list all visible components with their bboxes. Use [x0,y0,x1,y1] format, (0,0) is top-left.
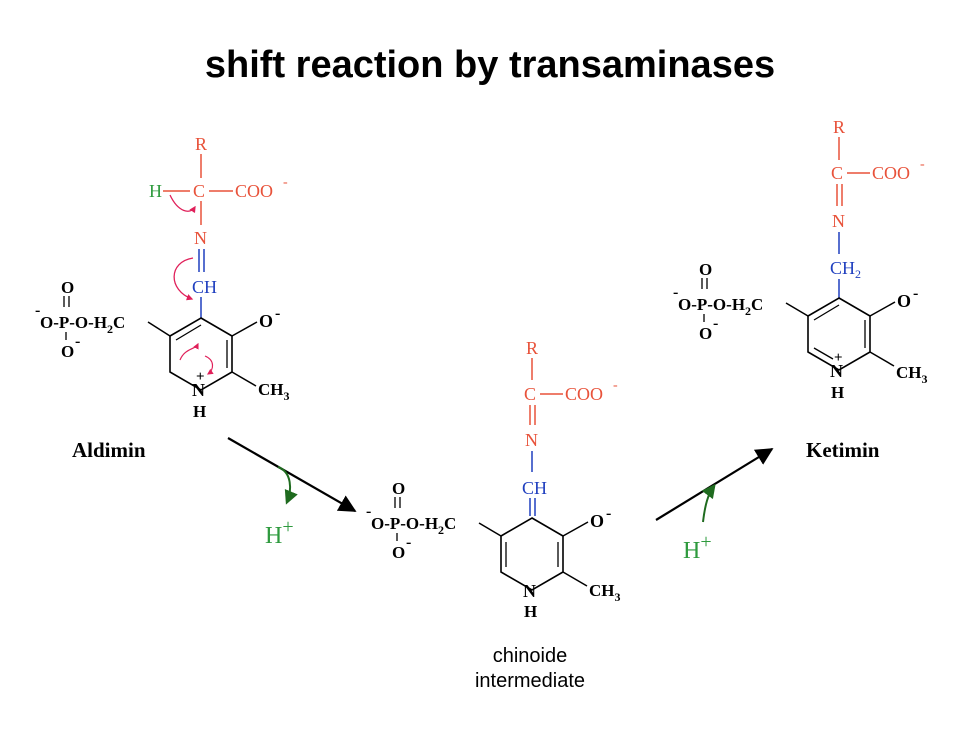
svg-text:CH3: CH3 [589,581,621,604]
aldimin-n: N [194,228,207,248]
svg-text:-: - [920,157,925,172]
aldimin-ring-n: N [192,380,205,400]
svg-text:-: - [275,305,280,322]
aldimin-ch3: CH3 [258,380,290,403]
svg-text:R: R [833,117,845,137]
svg-text:O-P-O-H2C: O-P-O-H2C [678,295,763,318]
svg-text:O: O [897,291,911,311]
svg-text:H: H [831,383,844,402]
aldimin-label: Aldimin [72,438,146,462]
aldimin-r: R [195,134,207,154]
svg-text:COO: COO [872,163,910,183]
svg-text:-: - [606,505,611,522]
svg-text:O: O [699,324,712,343]
svg-text:O-P-O-H2C: O-P-O-H2C [371,514,456,537]
svg-text:-: - [613,378,618,393]
svg-text:-: - [673,284,678,301]
svg-text:O: O [61,278,74,297]
aldimin-ch: CH [192,277,217,297]
reaction-arrow-1 [227,437,357,512]
svg-text:C: C [524,384,536,404]
ketimin-label: Ketimin [806,438,880,462]
svg-text:O: O [392,479,405,498]
svg-text:N: N [523,581,536,601]
svg-text:-: - [366,503,371,520]
svg-text:O: O [61,342,74,361]
svg-text:-: - [713,315,718,332]
svg-text:CH2: CH2 [830,258,861,281]
proton-release-arrow [277,466,298,505]
ketimin-structure: R C COO - N CH2 O - CH3 N + H O [673,117,928,462]
svg-text:O: O [590,511,604,531]
aldimin-phosphate: O-P-O-H2C [40,313,125,336]
svg-text:+: + [196,369,205,385]
proton-uptake-arrow [701,483,716,523]
svg-text:-: - [35,302,40,319]
aldimin-h: H [149,181,162,201]
svg-text:-: - [283,175,288,190]
svg-text:R: R [526,338,538,358]
svg-text:+: + [834,350,843,366]
aldimin-structure: R H C COO - N CH O [35,134,290,462]
aldimin-coo: COO [235,181,273,201]
chinoid-label-line1: chinoide [492,645,568,667]
svg-text:O: O [392,543,405,562]
svg-text:-: - [913,285,918,302]
svg-text:CH: CH [522,478,547,498]
svg-text:H: H [524,602,537,621]
proton-left: H+ [265,516,294,549]
chinoid-label: chinoide intermediate [430,644,630,694]
chinoid-structure: R C COO - N CH O - CH3 N H O [366,338,621,621]
svg-text:-: - [406,534,411,551]
svg-text:N: N [525,430,538,450]
reaction-arrow-2 [655,448,774,521]
svg-text:N: N [832,211,845,231]
svg-text:COO: COO [565,384,603,404]
svg-text:C: C [831,163,843,183]
svg-text:O: O [699,260,712,279]
aldimin-ring-h: H [193,402,206,421]
slide-title: shift reaction by transaminases [204,44,776,86]
svg-text:CH3: CH3 [896,363,928,386]
aldimin-c: C [193,181,205,201]
svg-text:N: N [830,361,843,381]
proton-right: H+ [683,531,712,564]
chinoid-label-line2: intermediate [474,670,586,692]
aldimin-o-minus: O [259,311,273,331]
svg-text:-: - [75,333,80,350]
